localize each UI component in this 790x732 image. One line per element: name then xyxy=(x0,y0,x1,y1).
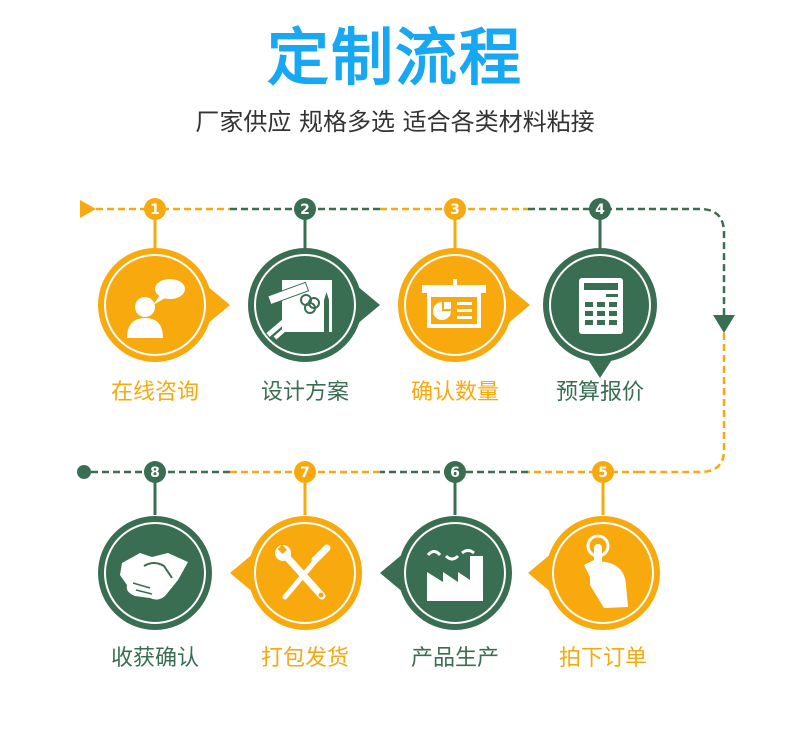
step-2-label: 设计方案 xyxy=(260,380,349,405)
step-number: 3 xyxy=(450,202,460,218)
wrench-screwdriver-icon xyxy=(275,544,331,600)
page-subtitle: 厂家供应 规格多选 适合各类材料粘接 xyxy=(195,108,595,136)
step-8: 8 xyxy=(98,461,212,630)
step-4: 4 xyxy=(543,198,657,378)
top-connector xyxy=(80,200,735,474)
step-number-badge xyxy=(592,461,614,483)
step-number: 7 xyxy=(300,465,310,481)
step-number: 5 xyxy=(598,465,608,481)
step-1-label: 在线咨询 xyxy=(110,380,199,405)
step-number-badge xyxy=(589,198,611,220)
step-4-label: 预算报价 xyxy=(555,380,644,405)
step-number: 4 xyxy=(595,202,605,218)
step-5-label: 拍下订单 xyxy=(558,646,647,671)
step-7-label: 打包发货 xyxy=(260,646,349,671)
page-title: 定制流程 xyxy=(266,21,523,94)
step-number-badge xyxy=(294,461,316,483)
step-7: 7 xyxy=(230,461,362,630)
design-ruler-pencil-icon xyxy=(266,280,332,340)
start-arrow-icon xyxy=(80,200,96,218)
step-5: 5 xyxy=(528,461,660,630)
step-number-badge xyxy=(144,198,166,220)
handshake-icon xyxy=(120,553,188,600)
step-number-badge xyxy=(444,198,466,220)
finger-tap-icon xyxy=(584,534,628,608)
calculator-icon xyxy=(579,278,623,334)
step-1: 1 xyxy=(98,198,230,362)
step-3-label: 确认数量 xyxy=(410,380,499,405)
step-2: 2 xyxy=(248,198,380,362)
step-number: 6 xyxy=(450,465,460,481)
factory-icon xyxy=(426,549,483,601)
step-6: 6 xyxy=(380,461,512,630)
step-number: 1 xyxy=(150,202,160,218)
step-number: 2 xyxy=(300,202,310,218)
consult-person-speech-icon xyxy=(127,279,185,338)
end-dot-icon xyxy=(77,465,91,479)
step-3: 3 xyxy=(398,198,530,362)
down-arrow-icon xyxy=(713,315,735,333)
step-number-badge xyxy=(294,198,316,220)
step-8-label: 收获确认 xyxy=(110,646,199,671)
presentation-board-icon xyxy=(422,279,486,328)
step-number-badge xyxy=(444,461,466,483)
step-number: 8 xyxy=(150,465,160,481)
step-6-label: 产品生产 xyxy=(410,646,499,671)
step-number-badge xyxy=(144,461,166,483)
